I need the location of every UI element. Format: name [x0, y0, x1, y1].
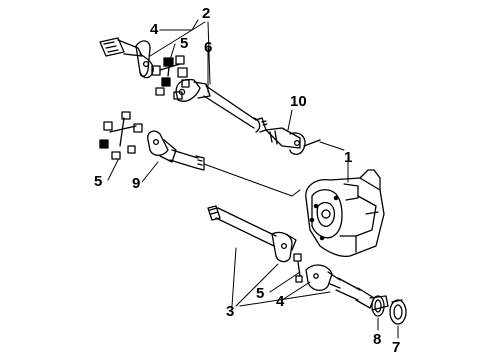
differential-housing-1: [305, 169, 385, 258]
leader-lines: [107, 19, 399, 339]
callout-2-top: 2: [202, 5, 211, 22]
washer-7: [389, 299, 407, 325]
seal-8: [371, 295, 385, 317]
callout-5-top: 5: [180, 35, 189, 52]
callout-5-mid: 5: [94, 173, 103, 190]
outer-axle-shaft-lower: [335, 277, 389, 311]
callout-3: 3: [226, 303, 235, 320]
callout-1: 1: [344, 149, 353, 166]
callout-6: 6: [204, 39, 213, 56]
guide-lines: [203, 141, 345, 197]
callout-9: 9: [132, 175, 141, 192]
stub-shaft-10: [265, 127, 321, 155]
lower-axle-shaft-3: [207, 205, 297, 263]
callout-4-top: 4: [150, 21, 159, 38]
upper-axle-shaft-right: [175, 78, 268, 133]
callout-8: 8: [373, 331, 382, 348]
u-joint-middle: [99, 111, 143, 160]
upper-axle-shaft-left: [99, 37, 154, 79]
callout-10: 10: [290, 93, 307, 110]
callout-7: 7: [392, 339, 401, 356]
callout-5-bot: 5: [256, 285, 265, 302]
u-joint-lower: [293, 253, 341, 292]
callout-4-bot: 4: [276, 293, 285, 310]
u-joint-upper: [151, 55, 190, 100]
